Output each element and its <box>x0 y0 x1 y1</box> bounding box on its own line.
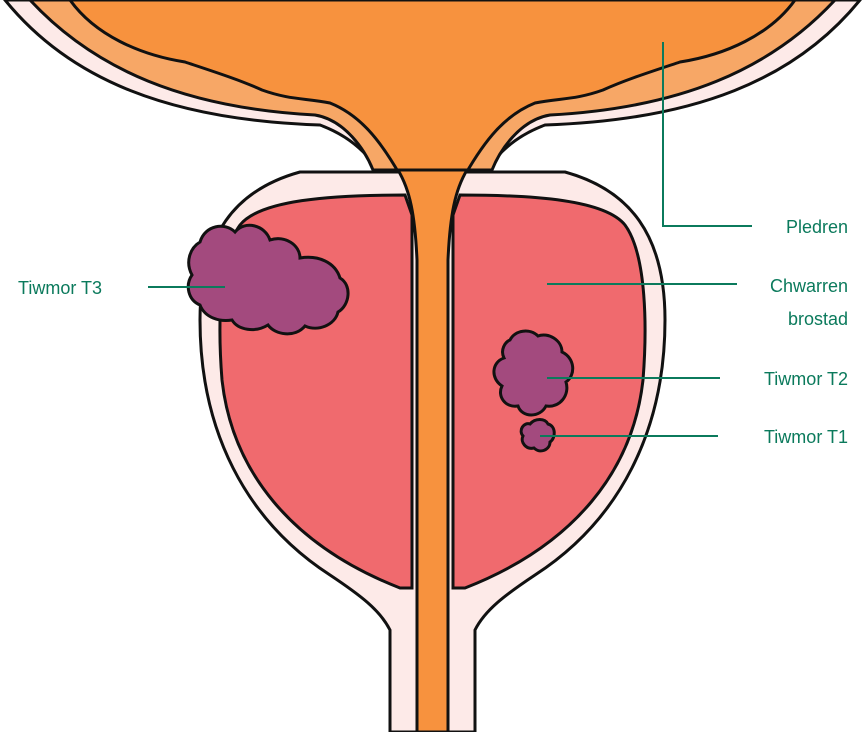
label-tumour-t2: Tiwmor T2 <box>764 369 848 389</box>
label-prostate-line1: Chwarren <box>770 276 848 296</box>
tumour-t2 <box>494 331 573 415</box>
label-tumour-t1: Tiwmor T1 <box>764 427 848 447</box>
label-bladder: Pledren <box>786 217 848 237</box>
label-tumour-t3: Tiwmor T3 <box>18 278 102 298</box>
label-prostate-line2: brostad <box>788 309 848 329</box>
